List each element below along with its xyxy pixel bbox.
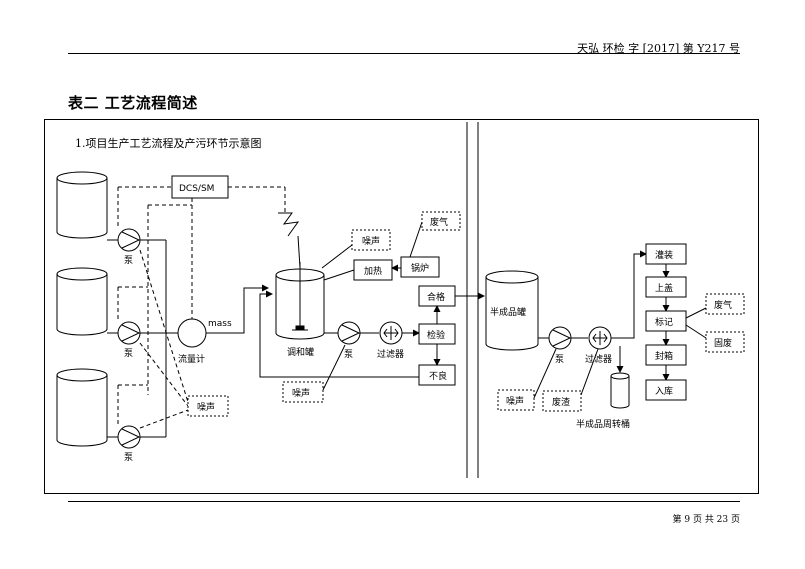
noise-pointer-tank xyxy=(321,244,353,269)
flowmeter-icon xyxy=(177,318,207,348)
unqualified-label: 不良 xyxy=(429,370,447,382)
mixing-tank-label: 调和罐 xyxy=(287,346,314,358)
raw-tank-3 xyxy=(56,368,108,447)
pump-2-label: 泵 xyxy=(124,348,133,359)
raw-tank-2 xyxy=(56,267,108,336)
heating-to-tank xyxy=(323,269,355,281)
document-reference: 天弘 环检 字 [2017] 第 Y217 号 xyxy=(577,42,740,55)
storage-box xyxy=(645,379,687,401)
pump-5 xyxy=(548,326,572,350)
slag-box xyxy=(542,390,582,412)
filter-2-label: 过滤器 xyxy=(585,353,612,365)
exhaust-box-boiler xyxy=(421,211,461,231)
noise-label-filter: 噪声 xyxy=(292,387,310,399)
tank-outlet-lines xyxy=(107,239,118,438)
pump-4 xyxy=(337,321,361,345)
turnover-bucket xyxy=(610,372,630,409)
noise-box-tank xyxy=(351,229,391,251)
pump-3-label: 泵 xyxy=(124,452,133,463)
noise-pointer-filter xyxy=(322,344,346,391)
agitator-icon xyxy=(292,262,308,331)
semi-tank-label: 半成品罐 xyxy=(490,306,526,318)
slag-pointer xyxy=(580,348,599,396)
pump-5-label: 泵 xyxy=(555,354,564,365)
storage-label: 入库 xyxy=(655,385,673,397)
sealing-label: 封箱 xyxy=(655,350,673,362)
labeling-label: 标记 xyxy=(655,316,673,328)
mass-label: mass xyxy=(208,319,232,329)
rework-return-line xyxy=(259,290,419,378)
dcs-label: DCS/SM xyxy=(179,184,214,194)
control-signal-lines xyxy=(117,186,286,429)
exhaust-box-labeling xyxy=(705,293,745,315)
noise-label-semi: 噪声 xyxy=(506,395,524,407)
diagram-title: 1.项目生产工艺流程及产污环节示意图 xyxy=(75,137,262,150)
exhaust-label-boiler: 废气 xyxy=(430,216,448,228)
raw-tank-1 xyxy=(56,171,108,239)
filter-1-label: 过滤器 xyxy=(377,348,404,360)
capping-label: 上盖 xyxy=(655,282,673,294)
diagram-frame: 1.项目生产工艺流程及产污环节示意图 xyxy=(44,119,759,494)
exhaust-pointer-boiler xyxy=(409,221,423,258)
pump-2 xyxy=(117,321,141,345)
pump-4-label: 泵 xyxy=(344,349,353,360)
noise-label-tank: 噪声 xyxy=(362,235,380,247)
noise-box-filter xyxy=(282,381,324,403)
solid-waste-pointer xyxy=(685,324,707,339)
filter-1-icon xyxy=(379,321,403,345)
pump-3 xyxy=(117,425,141,449)
solid-waste-label: 固废 xyxy=(714,337,732,349)
inspection-label: 检验 xyxy=(427,329,445,341)
noise-box-semi xyxy=(497,389,535,411)
turnover-bucket-label: 半成品周转桶 xyxy=(576,418,630,430)
noise-label-pumps: 噪声 xyxy=(197,401,215,413)
header-rule xyxy=(68,53,740,54)
filling-label: 灌装 xyxy=(655,249,673,261)
boiler-box xyxy=(400,256,440,278)
flowmeter-label: 流量计 xyxy=(178,353,205,365)
heating-label: 加热 xyxy=(364,265,382,277)
qualified-label: 合格 xyxy=(427,291,445,303)
pump-1 xyxy=(117,228,141,252)
page-number: 第 9 页 共 23 页 xyxy=(672,515,740,525)
flow-to-mixer xyxy=(206,284,269,334)
semi-product-tank xyxy=(485,270,539,351)
control-valve-icon xyxy=(278,212,300,237)
exhaust-pointer-labeling xyxy=(685,307,707,319)
pump-1-label: 泵 xyxy=(124,255,133,266)
section-title: 表二 工艺流程简述 xyxy=(68,94,198,112)
manifold-lines xyxy=(140,239,178,438)
noise-box-pumps xyxy=(187,395,229,417)
filter-to-filling xyxy=(611,250,647,339)
boiler-label: 锅炉 xyxy=(411,262,429,274)
solid-waste-box xyxy=(705,331,745,353)
filter-2-icon xyxy=(588,326,612,350)
exhaust-label-labeling: 废气 xyxy=(714,299,732,311)
footer-rule xyxy=(68,501,740,502)
slag-label: 废渣 xyxy=(552,396,570,408)
noise-pointer-semi xyxy=(533,348,557,399)
